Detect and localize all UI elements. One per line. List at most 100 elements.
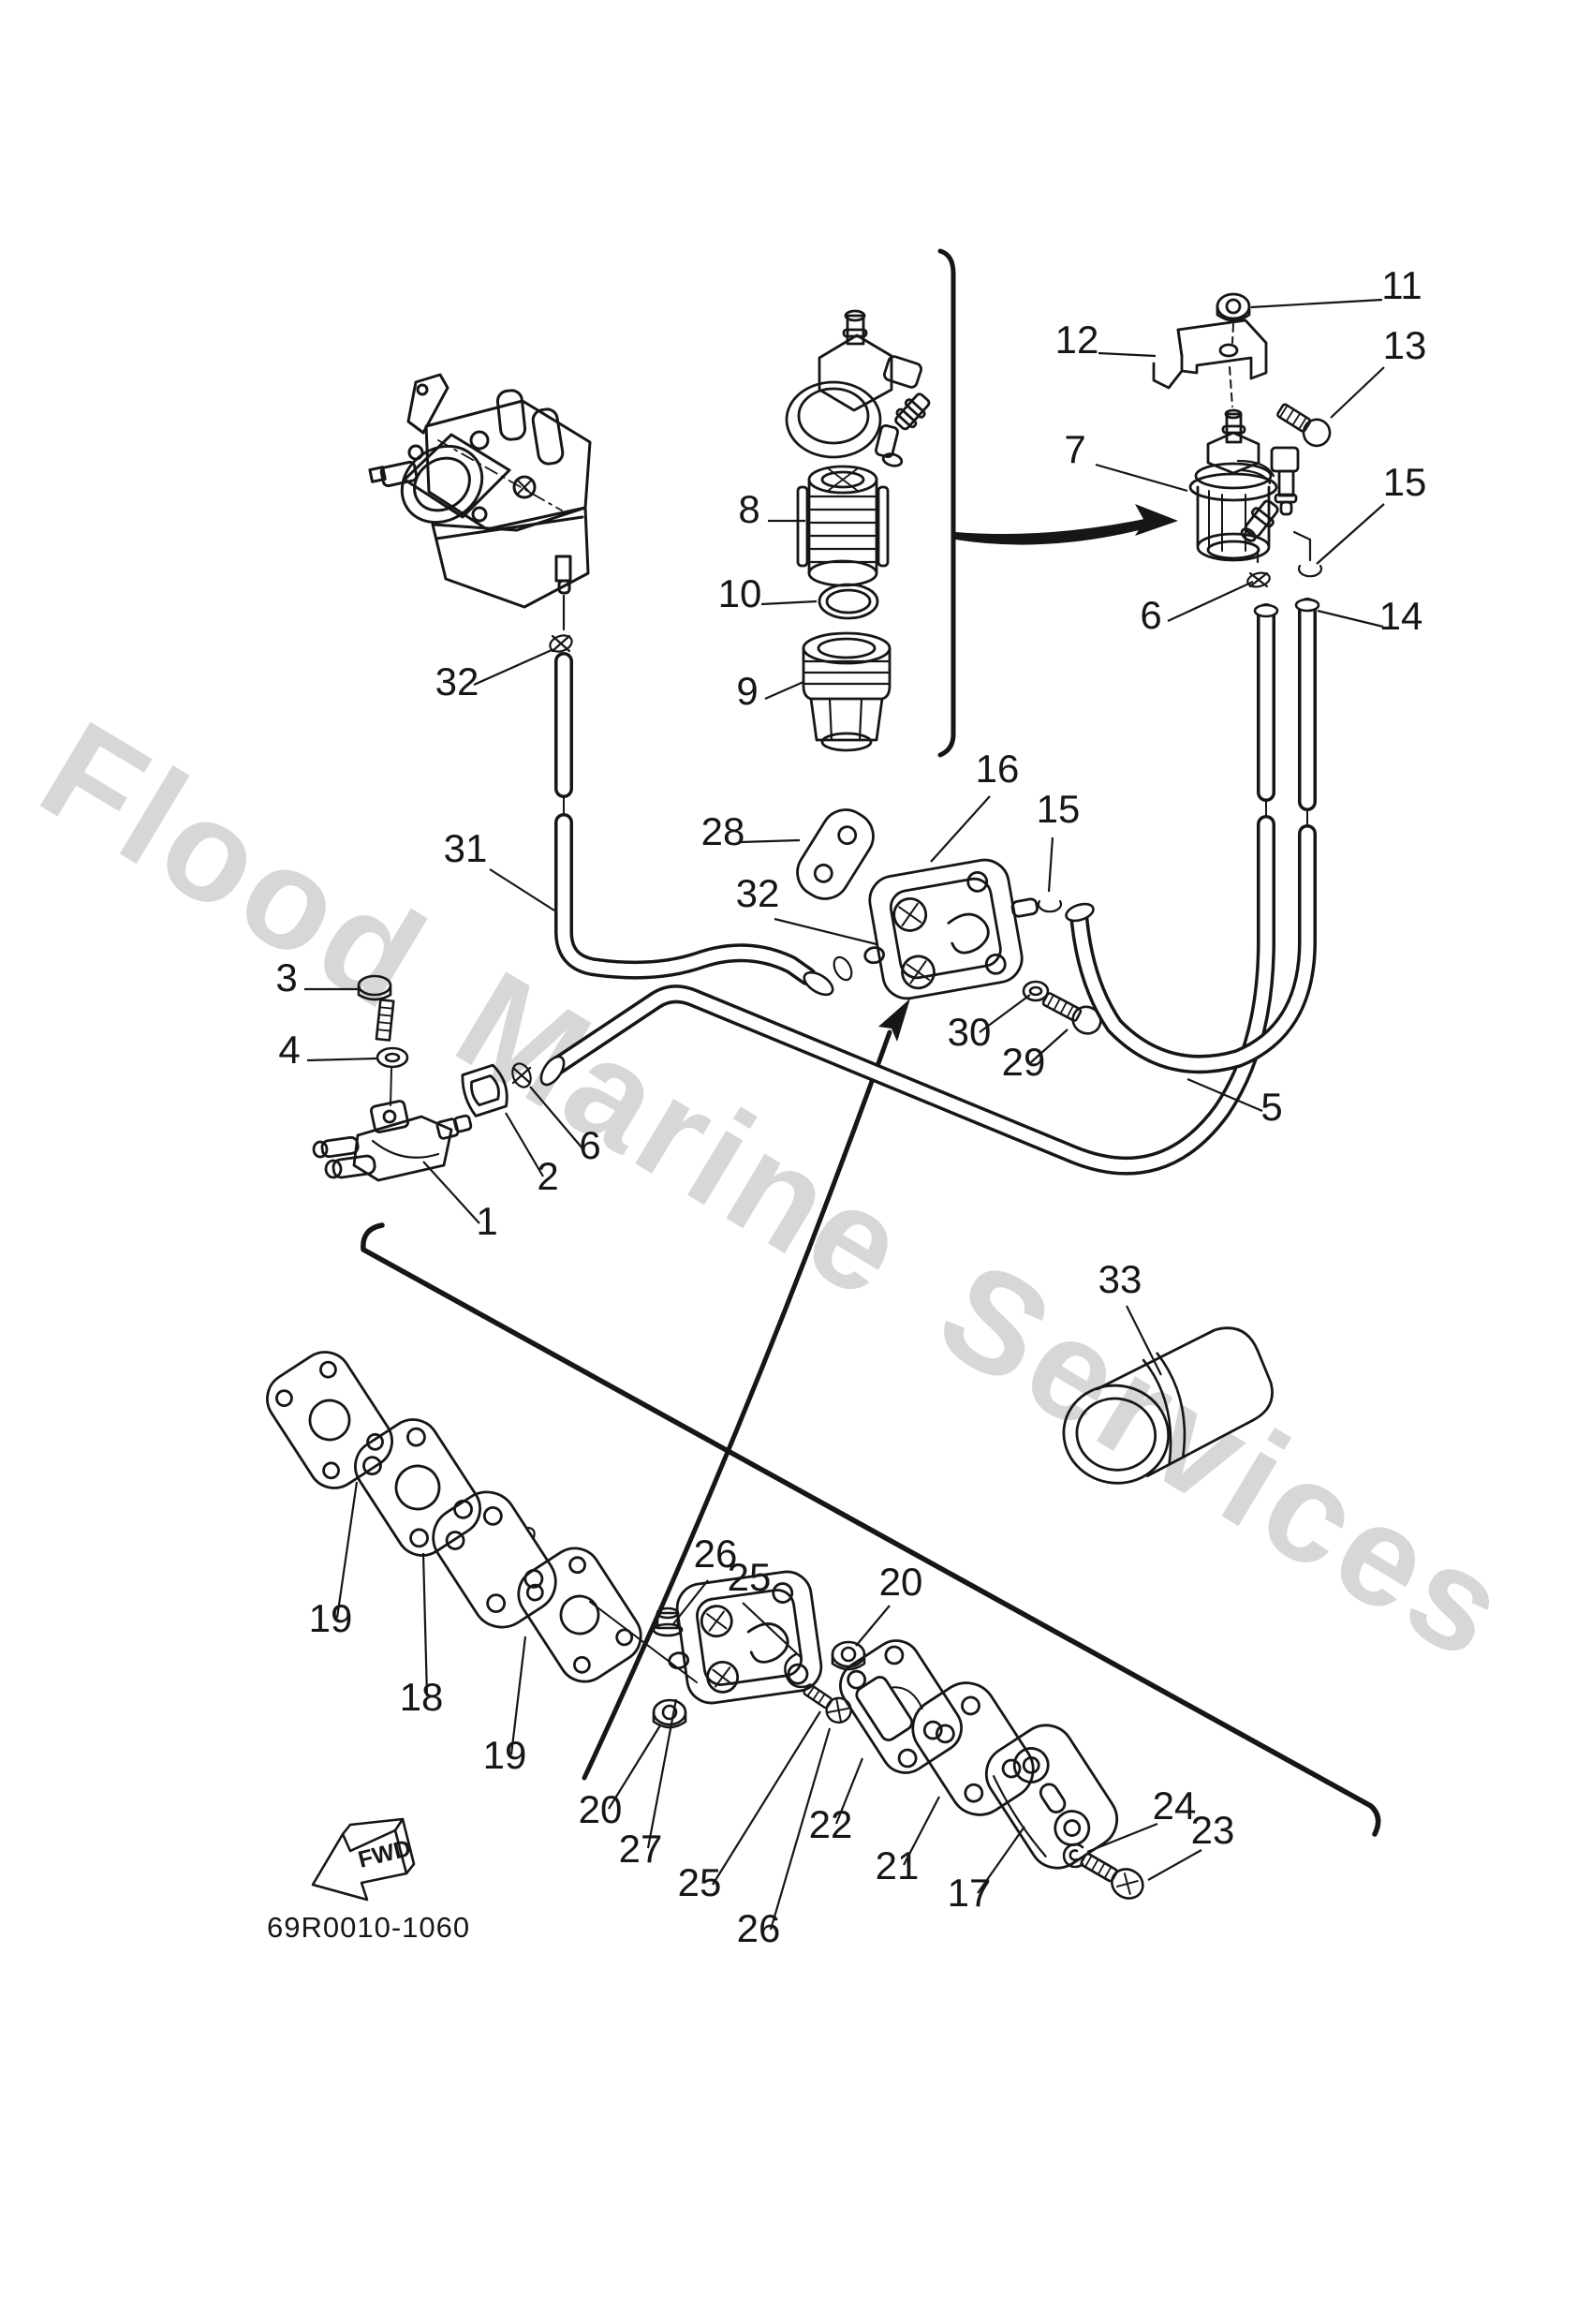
callout-number-18: 18 [400,1675,444,1719]
clip-15-filter [1292,530,1323,578]
fuel-pump-16 [863,858,1039,1000]
pump-body-27 [668,1570,823,1705]
leader-line-19 [509,1636,527,1755]
callout-number-5: 5 [1260,1085,1282,1129]
leader-line-6 [1167,581,1254,622]
leader-line-12 [1098,351,1157,358]
callout-number-23: 23 [1191,1808,1235,1852]
callout-number-26: 26 [694,1532,738,1576]
o-ring-10 [818,583,879,620]
arrow-to-pump [582,999,910,1781]
bolt-3 [357,974,395,1042]
fuel-joint-assembly [785,309,931,467]
bolt-29 [1041,992,1102,1035]
fuel-hose-5 [539,603,1279,1176]
callout-number-20: 20 [879,1560,923,1604]
callout-number-7: 7 [1064,427,1085,471]
leader-line-9 [764,680,804,701]
leader-line-23 [1147,1849,1202,1881]
leader-line-22 [834,1757,864,1825]
callout-number-32: 32 [736,871,780,915]
leader-line-24 [1086,1822,1158,1854]
gasket-22 [839,1639,963,1774]
leader-line-16 [930,795,991,863]
fuel-pipe-31 [554,652,834,997]
leader-line-6 [529,1086,583,1149]
washer-4 [376,1046,409,1106]
callout-number-25: 25 [728,1555,772,1599]
gasket-19b [432,1490,557,1629]
fwd-arrow: FWD [311,1817,416,1902]
callout-number-25: 25 [678,1860,722,1904]
callout-number-33: 33 [1098,1257,1142,1301]
leader-line-28 [740,838,801,844]
callout-number-19: 19 [309,1596,353,1640]
callout-number-15: 15 [1037,787,1081,831]
gasket-19a [266,1351,393,1489]
nut-20b [831,1640,866,1671]
screw-13 [1276,403,1332,448]
leader-line-13 [1330,366,1385,419]
callout-number-20: 20 [579,1787,623,1831]
pump-cover-17 [984,1724,1119,1870]
callout-number-15: 15 [1383,460,1427,504]
leader-line-5 [1186,1077,1263,1113]
gasket-18 [354,1418,481,1557]
callout-number-9: 9 [736,669,758,713]
callout-number-16: 16 [976,747,1020,791]
clip-washer-24 [1062,1843,1084,1869]
fuel-filter-7 [1188,408,1300,562]
leader-line-25 [712,1710,821,1886]
leader-line-11 [1250,298,1383,309]
filter-cup-9 [802,631,892,752]
callout-number-13: 13 [1383,323,1427,367]
leader-line-10 [760,600,818,606]
nut-20a [652,1698,687,1729]
leader-line-18 [421,1552,429,1697]
leader-line-26 [769,1727,832,1931]
grommet-33 [1062,1326,1274,1485]
leader-line-14 [1317,609,1384,629]
callout-number-28: 28 [701,809,745,853]
leader-line-2 [505,1112,544,1177]
leader-line-19 [335,1481,359,1619]
fuel-hose-14 [1065,598,1320,1074]
nut-11 [1216,292,1251,344]
callout-number-6: 6 [579,1123,600,1167]
callout-number-30: 30 [948,1010,992,1054]
leader-line-21 [903,1796,940,1866]
callout-number-31: 31 [444,826,488,870]
callout-number-1: 1 [476,1199,497,1243]
callout-number-32: 32 [435,659,479,703]
leader-line-31 [489,868,555,911]
leader-line-17 [977,1826,1025,1894]
callout-number-29: 29 [1002,1040,1046,1084]
fuel-cock-1 [312,1100,473,1182]
filter-element-8 [796,465,890,587]
leader-line-15 [1047,836,1054,893]
screw-23 [1080,1852,1144,1900]
leader-line-27 [646,1698,678,1849]
leader-line-4 [306,1057,377,1062]
leader-line-20 [608,1724,661,1810]
leader-line-20 [855,1605,891,1647]
callout-number-2: 2 [537,1154,558,1198]
gasket-28 [796,808,875,900]
clip-15-pump [1037,899,1063,913]
callout-number-12: 12 [1055,318,1099,362]
callout-number-6: 6 [1140,593,1161,637]
pump-inlet-clip-32 [833,955,853,982]
carburetor [368,373,592,609]
leader-line-30 [979,994,1031,1033]
carb-drain-clip-32 [549,594,573,653]
bracket-12 [1152,318,1268,407]
callout-number-17: 17 [948,1871,992,1915]
diagram-code: 69R0010-1060 [267,1911,470,1944]
clip-6-filter [1246,549,1271,588]
gasket-2 [461,1063,508,1118]
clip-6-cock [511,1062,532,1088]
washer-30 [1022,980,1050,1002]
callout-number-4: 4 [278,1028,300,1072]
